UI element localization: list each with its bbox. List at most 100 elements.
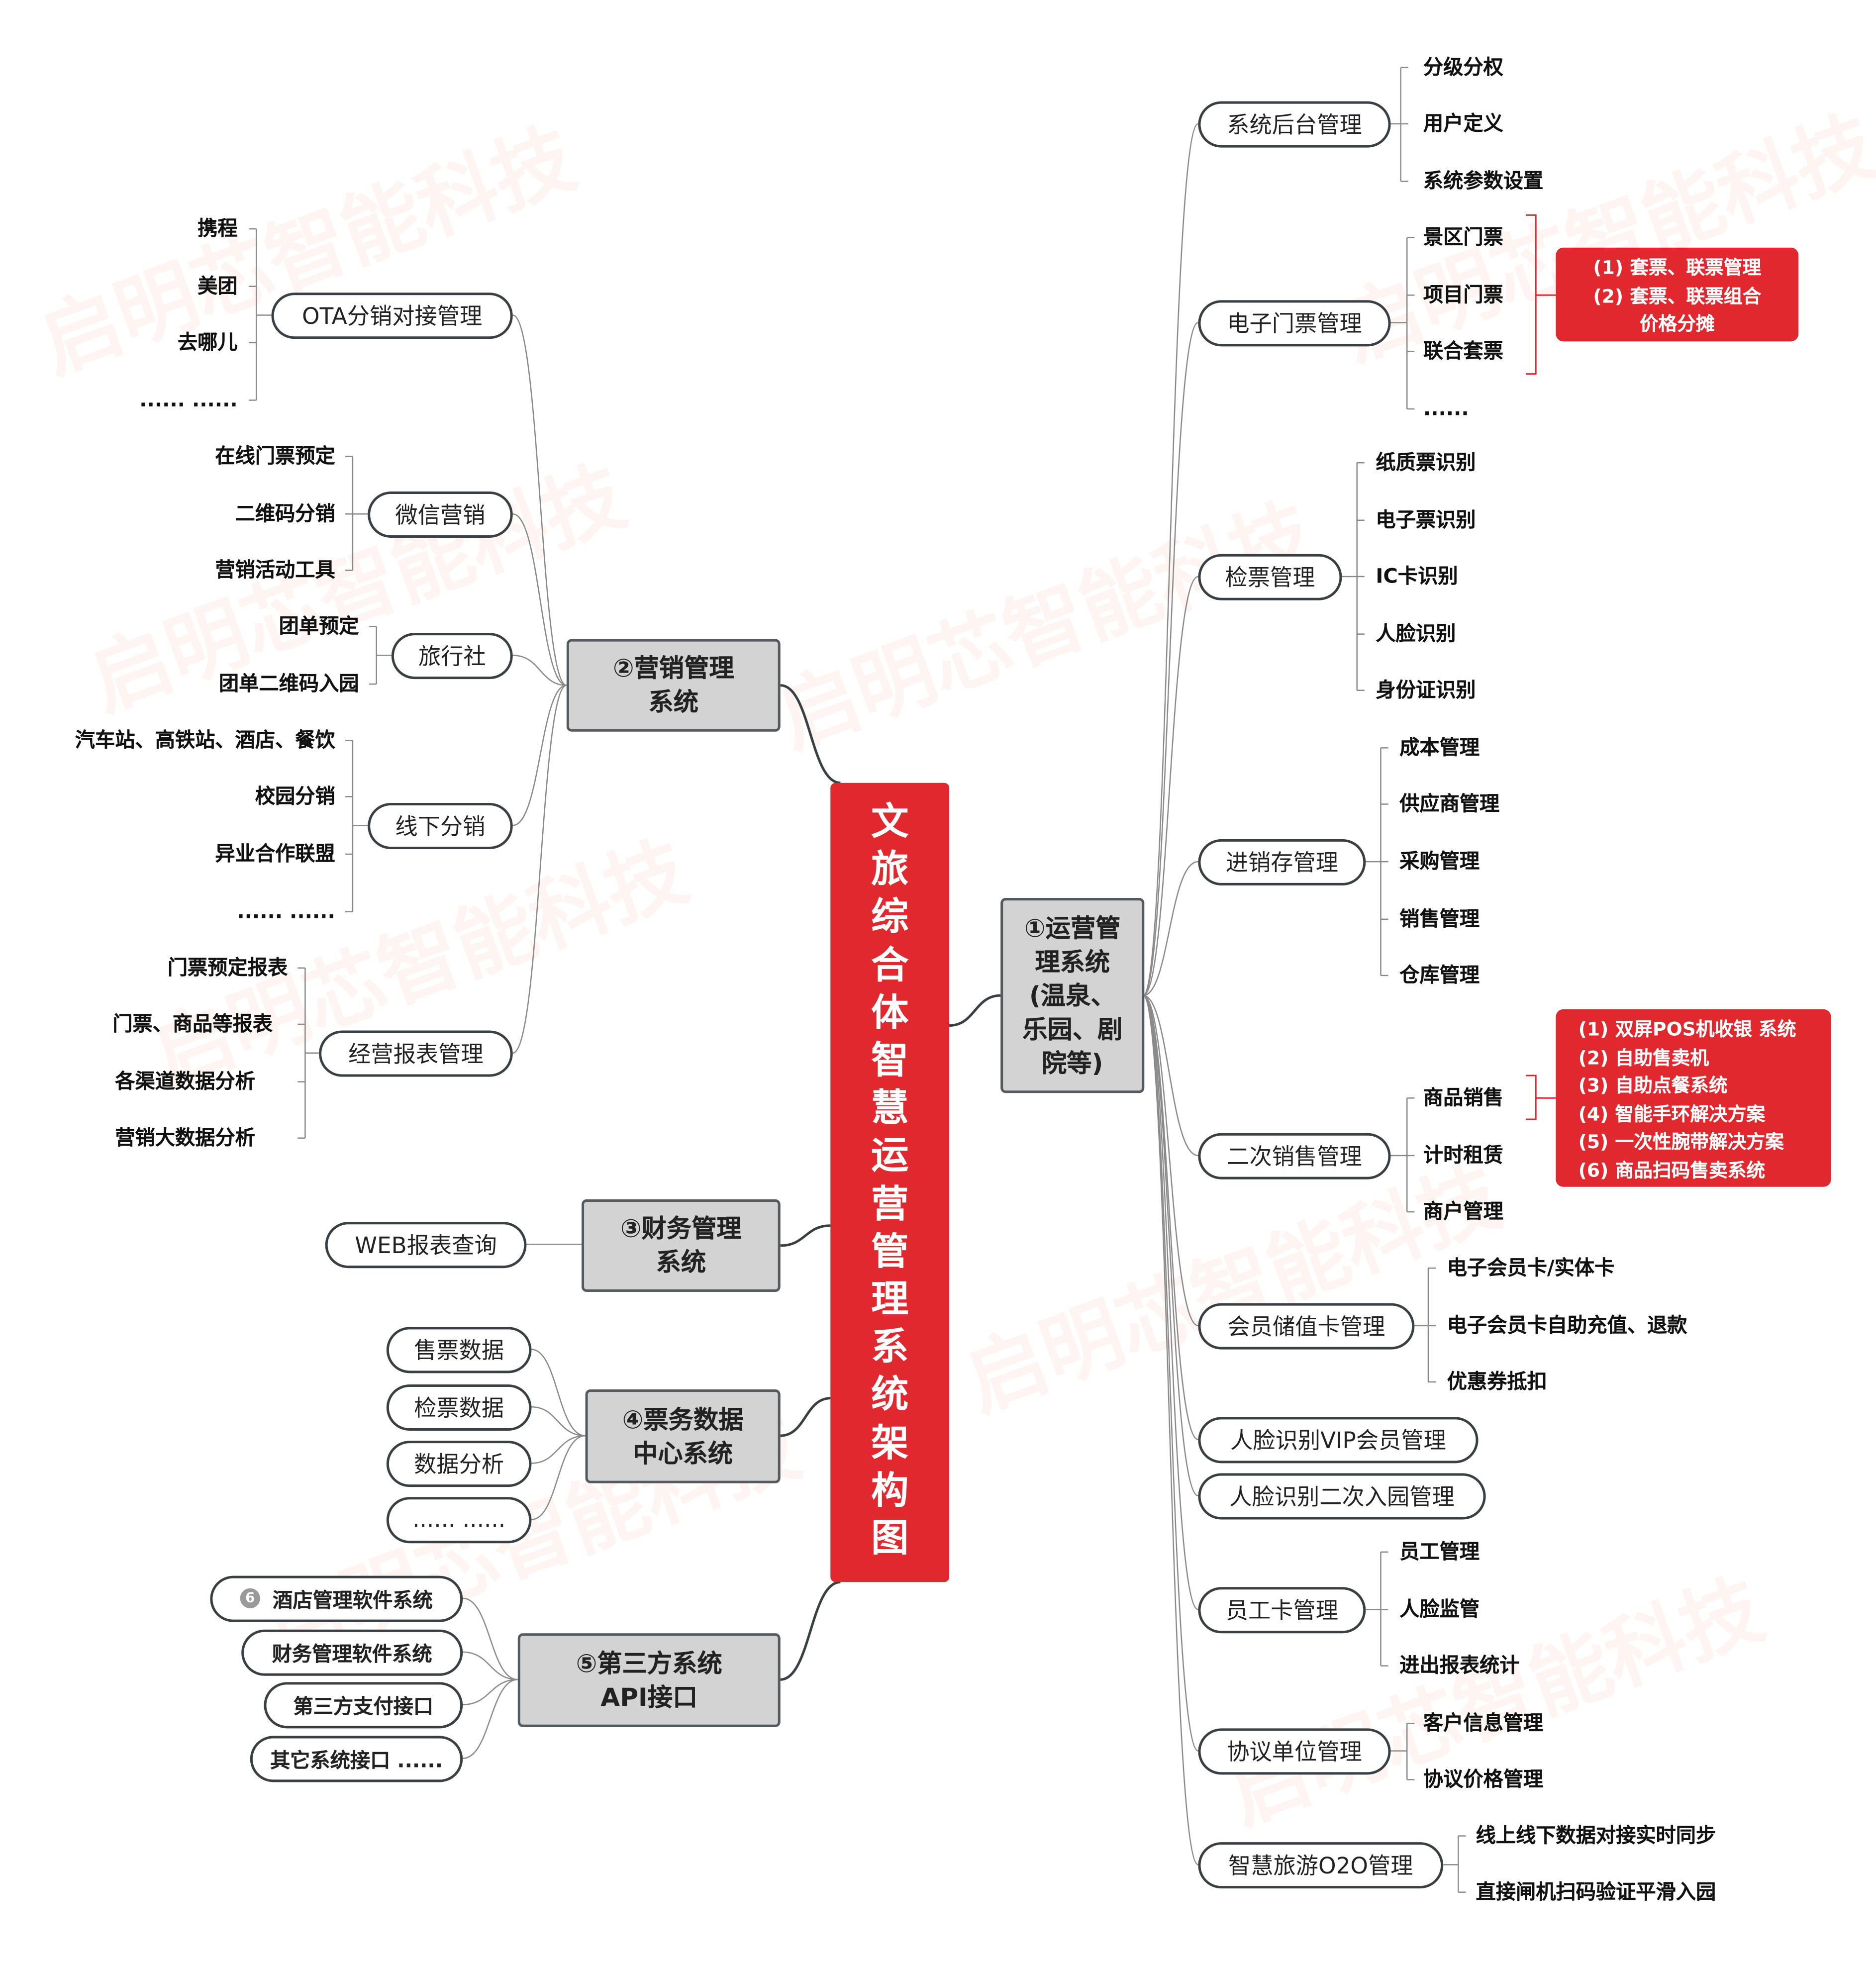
- leaf-item: 人脸识别: [1376, 621, 1456, 646]
- secondary-sales-note-line: (3) 自助点餐系统: [1578, 1074, 1728, 1097]
- connector: [1143, 994, 1198, 1752]
- marketing-module-4[interactable]: 经营报表管理: [319, 1030, 513, 1077]
- operations-module-3[interactable]: 进销存管理: [1198, 838, 1366, 885]
- leaf-item: 携程: [197, 216, 238, 240]
- leaf-item: 直接闸机扫码验证平滑入园: [1476, 1879, 1716, 1904]
- ticket-data-item-0-label: 售票数据: [414, 1338, 504, 1365]
- operations-title-line: 院等): [1041, 1047, 1103, 1078]
- connector: [531, 1435, 586, 1520]
- connector: [512, 685, 567, 826]
- leaf-item: 仓库管理: [1399, 963, 1480, 987]
- connector: [1143, 576, 1198, 996]
- third-party-item-2[interactable]: 第三方支付接口: [264, 1681, 463, 1728]
- web-report-query[interactable]: WEB报表查询: [325, 1221, 527, 1268]
- finance-title-line: 系统: [656, 1247, 706, 1277]
- leaf-item: 项目门票: [1423, 283, 1503, 306]
- third-party-item-1[interactable]: 财务管理软件系统: [241, 1629, 463, 1675]
- ticket-data-item-1[interactable]: 检票数据: [386, 1383, 532, 1430]
- operations-module-2[interactable]: 检票管理: [1198, 553, 1342, 600]
- ticketdata-title-line: 中心系统: [633, 1437, 733, 1468]
- ticket-data-item-2-label: 数据分析: [414, 1452, 504, 1478]
- leaf-item: 用户定义: [1423, 111, 1503, 135]
- leaf-item: 线上线下数据对接实时同步: [1476, 1823, 1716, 1848]
- ticket-data-item-1-label: 检票数据: [414, 1395, 504, 1422]
- ticket-data-item-0[interactable]: 售票数据: [386, 1326, 532, 1373]
- marketing-module-3[interactable]: 线下分销: [368, 802, 513, 849]
- operations-module-0-label: 系统后台管理: [1227, 112, 1362, 139]
- thirdparty-title-line: API接口: [600, 1681, 698, 1712]
- marketing-module-0-label: OTA分销对接管理: [302, 303, 483, 330]
- leaf-item: ...... ......: [237, 899, 335, 923]
- connector: [1143, 994, 1198, 1327]
- operations-module-4[interactable]: 二次销售管理: [1198, 1132, 1391, 1179]
- operations-module-2-label: 检票管理: [1225, 565, 1315, 592]
- connector: [1143, 994, 1198, 1497]
- connector: [463, 1651, 518, 1680]
- secondary-sales-note-line: (1) 双屏POS机收银 系统: [1578, 1018, 1796, 1041]
- operations-module-6[interactable]: 人脸识别VIP会员管理: [1198, 1416, 1479, 1463]
- leaf-item: 人脸监管: [1399, 1597, 1480, 1621]
- leaf-item: 成本管理: [1399, 735, 1480, 759]
- number-6-icon: 6: [240, 1588, 260, 1609]
- ticket-package-note-line: (1) 套票、联票管理: [1593, 256, 1762, 279]
- central-title-node[interactable]: 文旅综合体智慧运营管理系统架构图: [830, 783, 950, 1582]
- operations-module-5-label: 会员储值卡管理: [1227, 1314, 1385, 1341]
- marketing-module-0[interactable]: OTA分销对接管理: [271, 292, 513, 339]
- marketing-module-2[interactable]: 旅行社: [391, 632, 513, 679]
- leaf-item: IC卡识别: [1376, 564, 1458, 588]
- ticket-data-item-2[interactable]: 数据分析: [386, 1440, 532, 1486]
- operations-module-5[interactable]: 会员储值卡管理: [1198, 1302, 1415, 1349]
- connector: [780, 1580, 841, 1681]
- operations-module-8[interactable]: 员工卡管理: [1198, 1586, 1366, 1633]
- ticketdata-system-node[interactable]: ④票务数据中心系统: [585, 1389, 781, 1483]
- ticket-data-item-3[interactable]: ...... ......: [386, 1496, 532, 1543]
- operations-module-7[interactable]: 人脸识别二次入园管理: [1198, 1472, 1486, 1519]
- ticket-package-note-line: (2) 套票、联票组合: [1593, 284, 1762, 307]
- connector: [512, 655, 567, 686]
- operations-title-line: 理系统: [1035, 946, 1110, 977]
- operations-module-10[interactable]: 智慧旅游O2O管理: [1198, 1841, 1444, 1888]
- connector: [512, 685, 567, 1054]
- connector: [512, 513, 567, 686]
- third-party-item-1-label: 财务管理软件系统: [272, 1642, 432, 1666]
- marketing-title-line: 系统: [648, 686, 699, 717]
- secondary-sales-note: (1) 双屏POS机收银 系统(2) 自助售卖机(3) 自助点餐系统(4) 智能…: [1556, 1009, 1831, 1187]
- operations-module-1[interactable]: 电子门票管理: [1198, 299, 1391, 346]
- leaf-item: 景区门票: [1423, 225, 1503, 249]
- ticket-package-note-line: 价格分摊: [1639, 312, 1715, 335]
- marketing-module-1-label: 微信营销: [395, 502, 486, 529]
- marketing-module-1[interactable]: 微信营销: [368, 490, 513, 537]
- thirdparty-title-line: ⑤第三方系统: [576, 1648, 722, 1678]
- finance-title: ③财务管理系统: [620, 1212, 742, 1279]
- marketing-system-node[interactable]: ②营销管理系统: [566, 639, 781, 732]
- operations-system-node[interactable]: ①运营管理系统(温泉、乐园、剧院等): [1000, 898, 1145, 1093]
- connector: [780, 684, 841, 784]
- connector: [780, 1224, 831, 1247]
- leaf-item: ......: [1423, 396, 1469, 420]
- leaf-item: 优惠券抵扣: [1447, 1369, 1547, 1393]
- leaf-item: 进出报表统计: [1399, 1653, 1520, 1677]
- operations-title-line: 乐园、剧: [1022, 1013, 1123, 1044]
- leaf-item: 采购管理: [1399, 849, 1480, 873]
- leaf-item: 美团: [197, 274, 238, 298]
- ticket-package-note: (1) 套票、联票管理 (2) 套票、联票组合价格分摊: [1556, 247, 1799, 342]
- secondary-sales-note-line: (4) 智能手环解决方案: [1578, 1102, 1766, 1125]
- operations-module-9[interactable]: 协议单位管理: [1198, 1728, 1391, 1774]
- third-party-item-3[interactable]: 其它系统接口 ......: [250, 1735, 463, 1782]
- connector: [463, 1679, 518, 1759]
- connector: [1526, 1075, 1537, 1120]
- leaf-item: 纸质票识别: [1376, 450, 1476, 474]
- finance-system-node[interactable]: ③财务管理系统: [582, 1199, 781, 1292]
- leaf-item: 分级分权: [1423, 55, 1503, 79]
- ticketdata-title: ④票务数据中心系统: [622, 1402, 744, 1470]
- leaf-item: 门票预定报表: [167, 955, 288, 980]
- operations-module-0[interactable]: 系统后台管理: [1198, 100, 1391, 147]
- leaf-item: 计时租赁: [1423, 1143, 1503, 1167]
- leaf-item: 电子会员卡自助充值、退款: [1447, 1313, 1687, 1337]
- operations-title-line: ①运营管: [1024, 912, 1121, 943]
- third-party-item-3-label: 其它系统接口 ......: [270, 1748, 443, 1772]
